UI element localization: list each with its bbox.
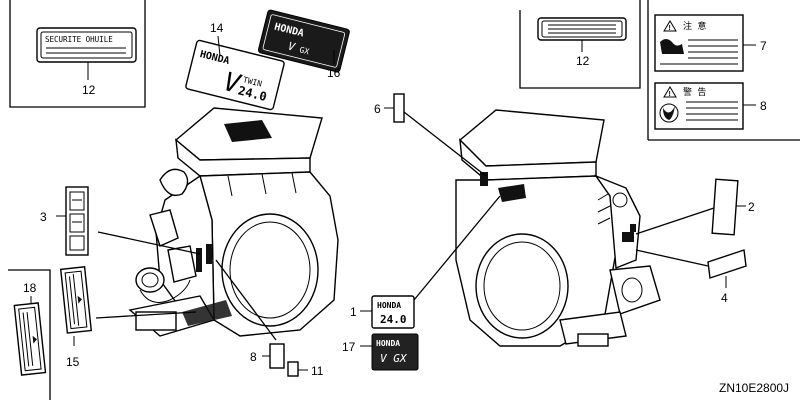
- callout-18: 18: [23, 281, 37, 295]
- honda-emblem-1-text: HONDA: [377, 301, 401, 310]
- decal-8: [269, 343, 285, 369]
- leader-1: [413, 195, 501, 301]
- callout-12: 12: [576, 54, 590, 68]
- svg-text:HONDA: HONDA: [376, 339, 400, 348]
- callout-4: 4: [721, 291, 728, 305]
- inset-frame-right-a: [519, 0, 641, 89]
- vtwin-plate-16: HONDA V GX: [257, 9, 350, 73]
- warning-title: 警 告: [683, 86, 706, 98]
- leader-2: [635, 207, 715, 235]
- callout-16: 16: [327, 66, 341, 80]
- svg-text:GX: GX: [299, 45, 311, 56]
- callout-15: 15: [66, 355, 80, 369]
- decal-18: [13, 302, 47, 376]
- decal-15: [59, 266, 93, 334]
- callout-8: 8: [250, 350, 257, 364]
- leader-5: [403, 111, 487, 177]
- caution-label-6: ! 注 意: [654, 14, 744, 72]
- engine-left: [128, 107, 339, 337]
- callout-5: 6: [374, 102, 381, 116]
- callout-6: 7: [760, 39, 767, 53]
- leader-4: [635, 249, 709, 267]
- diagram-code: ZN10E2800J: [719, 381, 789, 395]
- callout-7: 8: [760, 99, 767, 113]
- svg-text:!: !: [669, 91, 671, 98]
- callout-14: 14: [210, 21, 224, 35]
- caution-title: 注 意: [683, 20, 706, 32]
- svg-text:!: !: [669, 25, 671, 32]
- vtwin-emblem-14: HONDA V TWIN 24.0: [185, 39, 285, 111]
- callout-1: 1: [350, 305, 357, 319]
- vtwin-emblem-17: HONDA V GX: [371, 333, 419, 371]
- decal-5: [393, 93, 405, 123]
- info-label-12: [537, 17, 627, 41]
- callout-11: 11: [311, 364, 324, 378]
- leader-15: [95, 311, 197, 319]
- decal-3: [65, 186, 89, 256]
- leader-3: [97, 231, 201, 255]
- callout-3: 3: [40, 210, 47, 224]
- svg-text:24.0: 24.0: [237, 83, 268, 104]
- leader-8: [215, 259, 277, 341]
- callout-17: 17: [342, 340, 356, 354]
- warning-label-7: ! 警 告: [654, 82, 744, 130]
- svg-text:V: V: [287, 40, 298, 55]
- honda-emblem-1: HONDA 24.0: [371, 295, 415, 329]
- callout-10: 12: [82, 83, 96, 97]
- decal-2: [711, 178, 739, 236]
- inset-frame-left: [9, 0, 146, 108]
- decal-4: [707, 249, 747, 279]
- decal-11: [287, 361, 299, 377]
- oil-safety-text: SECURITE OHUILE: [45, 35, 113, 44]
- svg-text:24.0: 24.0: [380, 313, 407, 326]
- oil-safety-label: SECURITE OHUILE: [36, 27, 137, 63]
- svg-text:V GX: V GX: [380, 352, 408, 365]
- callout-2: 2: [748, 200, 755, 214]
- inset-frame-bottom-left: [8, 269, 51, 400]
- leader-14: [217, 35, 221, 57]
- engine-right: [455, 109, 661, 347]
